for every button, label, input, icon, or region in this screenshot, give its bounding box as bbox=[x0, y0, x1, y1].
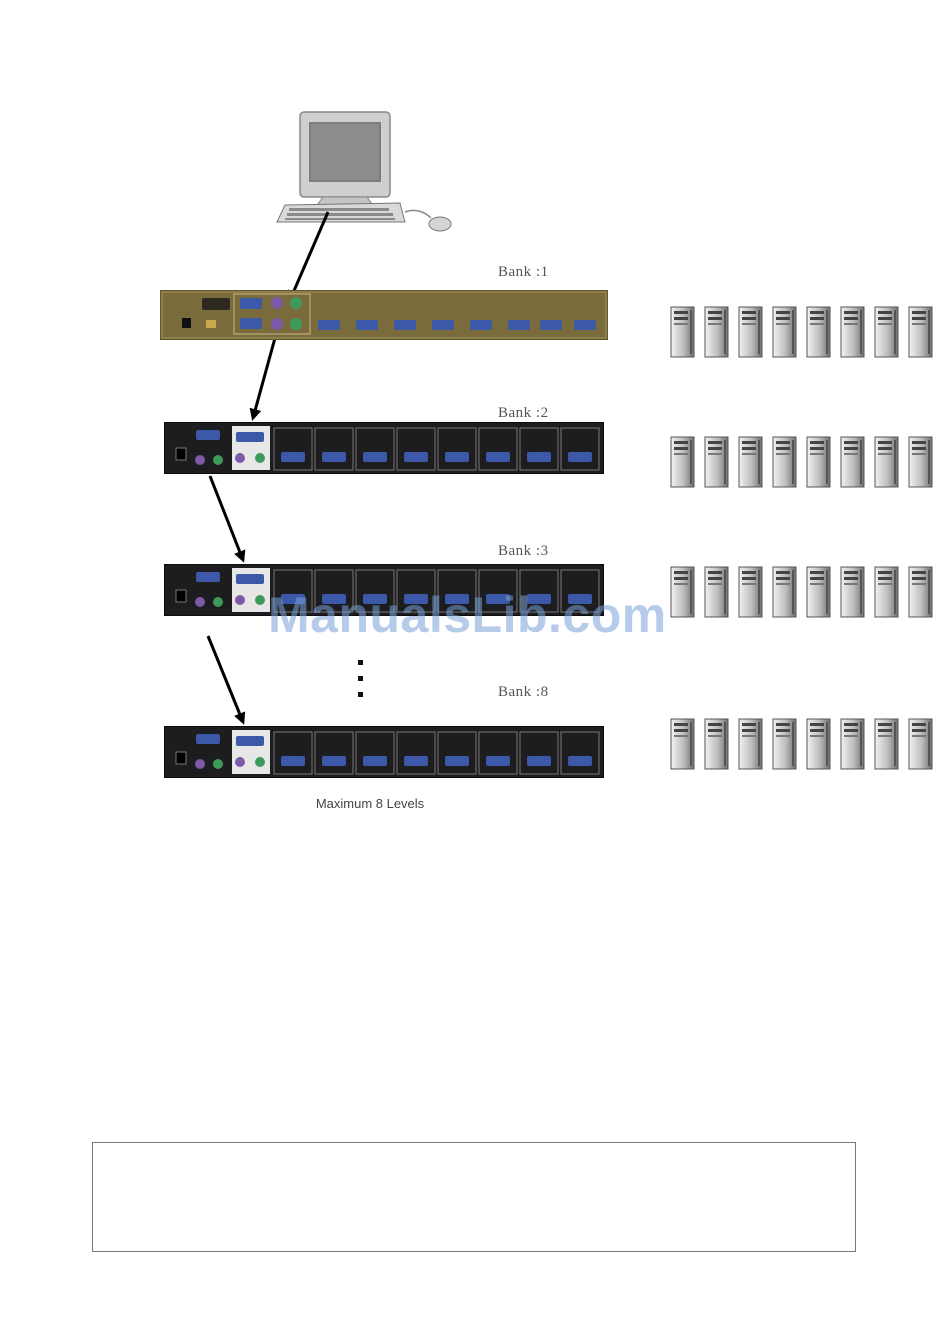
tower-server-icon bbox=[670, 306, 695, 363]
tower-server-icon bbox=[704, 436, 729, 493]
kvm-switch-bank-1 bbox=[160, 290, 608, 340]
tower-server-icon bbox=[738, 566, 763, 623]
bank-label: Bank :8 bbox=[498, 684, 549, 701]
server-row-bank-3 bbox=[670, 566, 933, 623]
kvm-switch-bank-8 bbox=[164, 726, 604, 778]
diagram-caption: Maximum 8 Levels bbox=[300, 796, 440, 811]
note-box bbox=[92, 1142, 856, 1252]
tower-server-icon bbox=[840, 306, 865, 363]
bank-label: Bank :3 bbox=[498, 543, 549, 560]
tower-server-icon bbox=[772, 306, 797, 363]
tower-server-icon bbox=[806, 718, 831, 775]
tower-server-icon bbox=[874, 718, 899, 775]
tower-server-icon bbox=[704, 306, 729, 363]
tower-server-icon bbox=[806, 306, 831, 363]
tower-server-icon bbox=[738, 718, 763, 775]
cascade-arrow-icon bbox=[290, 212, 328, 300]
tower-server-icon bbox=[908, 718, 933, 775]
tower-server-icon bbox=[806, 566, 831, 623]
server-row-bank-8 bbox=[670, 718, 933, 775]
tower-server-icon bbox=[704, 718, 729, 775]
tower-server-icon bbox=[840, 436, 865, 493]
tower-server-icon bbox=[738, 436, 763, 493]
server-row-bank-1 bbox=[670, 306, 933, 363]
tower-server-icon bbox=[874, 566, 899, 623]
cascade-arrow-icon bbox=[253, 338, 275, 418]
watermark: ManualsLib.com bbox=[268, 586, 708, 644]
tower-server-icon bbox=[874, 306, 899, 363]
tower-server-icon bbox=[874, 436, 899, 493]
tower-server-icon bbox=[670, 436, 695, 493]
ellipsis-dots bbox=[358, 660, 363, 708]
tower-server-icon bbox=[840, 566, 865, 623]
kvm-switch-bank-2 bbox=[164, 422, 604, 474]
tower-server-icon bbox=[772, 718, 797, 775]
tower-server-icon bbox=[840, 718, 865, 775]
bank-label: Bank :1 bbox=[498, 264, 549, 281]
tower-server-icon bbox=[806, 436, 831, 493]
tower-server-icon bbox=[908, 306, 933, 363]
tower-server-icon bbox=[772, 436, 797, 493]
cascade-arrow-icon bbox=[208, 636, 243, 722]
cascade-arrow-icon bbox=[210, 476, 243, 560]
tower-server-icon bbox=[908, 566, 933, 623]
tower-server-icon bbox=[670, 718, 695, 775]
bank-label: Bank :2 bbox=[498, 405, 549, 422]
server-row-bank-2 bbox=[670, 436, 933, 493]
tower-server-icon bbox=[738, 306, 763, 363]
tower-server-icon bbox=[772, 566, 797, 623]
cascade-arrows bbox=[0, 0, 950, 800]
tower-server-icon bbox=[908, 436, 933, 493]
